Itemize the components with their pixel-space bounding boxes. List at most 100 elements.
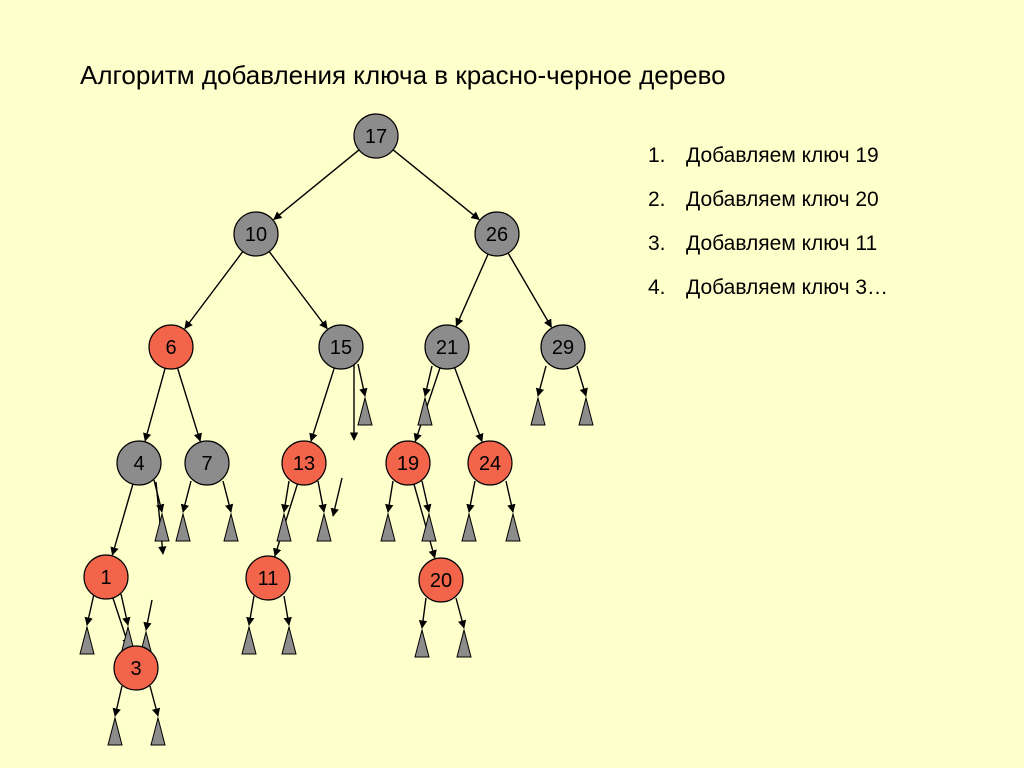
tree-node-20: 20 [418,557,464,603]
node-key: 4 [133,453,144,475]
step-number: 1. [648,144,666,167]
node-key: 6 [165,337,176,359]
step-text: Добавляем ключ 3… [686,276,889,299]
nil-leaf-triangle [414,628,430,658]
node-key: 20 [430,570,452,592]
node-key: 7 [201,453,212,475]
node-key: 29 [552,337,574,359]
tree-node-19: 19 [385,440,431,486]
black-node-circle [184,440,230,486]
nil-edge [421,480,432,513]
step-item: 3. Добавляем ключ 11 [648,226,888,270]
tree-node-11: 11 [245,555,291,601]
tree-edge [110,483,134,556]
step-text: Добавляем ключ 11 [686,232,878,255]
red-node-circle [281,440,327,486]
nil-edge [418,597,428,629]
nil-leaf-triangle [107,716,123,746]
node-key: 1 [100,567,111,589]
tree-node-17: 17 [353,113,399,159]
nil-leaf-triangle [316,512,332,542]
nil-edge [283,595,292,626]
nil-leaf-triangle [276,512,292,542]
black-node-circle [116,440,162,486]
tree-edge [507,252,553,328]
nil-edge [281,480,290,513]
tree-node-15: 15 [318,324,364,370]
black-node-circle [424,324,470,370]
node-key: 21 [436,337,458,359]
dangling-edge [330,477,343,517]
node-key: 17 [365,126,387,148]
nil-edge [149,685,161,717]
tree-edge [413,367,441,442]
step-text: Добавляем ключ 19 [686,144,879,167]
nil-leaf-triangle [421,512,437,542]
step-number: 3. [648,232,666,255]
nil-edge [455,597,467,629]
step-text: Добавляем ключ 20 [686,188,879,211]
nil-leaf-triangle [578,396,594,426]
steps-list: 1.Добавляем ключ 19 2.Добавляем ключ 20 … [648,138,888,314]
nil-edge [466,480,476,513]
nil-leaf-triangle [456,628,472,658]
node-key: 10 [245,224,267,246]
tree-node-26: 26 [474,211,520,257]
tree-edge [273,149,360,220]
tree-edge [455,253,489,327]
nil-leaf-triangle [150,716,166,746]
red-node-circle [113,645,159,691]
tree-edge [453,367,484,443]
nil-edge [120,593,131,626]
nil-edge [180,480,192,513]
nil-edge [422,365,433,397]
tree-node-21: 21 [424,324,470,370]
nil-leaf-triangle [417,396,433,426]
tree-edge [413,483,437,559]
nil-leaf-triangle [175,512,191,542]
dangling-edge [155,481,167,555]
tree-node-24: 24 [467,440,513,486]
node-key: 19 [397,453,419,475]
red-node-circle [418,557,464,603]
node-key: 24 [479,453,501,475]
tree-node-6: 6 [148,324,194,370]
nil-leaf-triangle [241,625,257,655]
nil-leaf-triangle [505,512,521,542]
nil-leaf-triangle [380,512,396,542]
black-node-circle [474,211,520,257]
step-number: 2. [648,188,666,211]
tree-node-10: 10 [233,211,279,257]
slide-title: Алгоритм добавления ключа в красно-черно… [80,60,726,90]
black-node-circle [318,324,364,370]
black-node-circle [540,324,586,370]
nil-edge [576,365,588,397]
node-key: 11 [258,568,279,590]
black-node-circle [353,113,399,159]
tree-edge [268,251,328,330]
nil-edge [535,365,547,397]
tree-node-13: 13 [281,440,327,486]
step-number: 4. [648,276,666,299]
tree-node-3: 3 [113,645,159,691]
step-item: 2. Добавляем ключ 20 [648,182,888,226]
nil-edge [143,599,153,631]
nil-leaf-triangle [223,512,239,542]
tree-node-7: 7 [184,440,230,486]
nil-leaf-triangle [530,396,546,426]
nil-edge [357,363,368,397]
step-item: 4. Добавляем ключ 3… [648,270,888,314]
node-key: 13 [293,453,315,475]
tree-node-4: 4 [116,440,162,486]
nil-edge [112,685,123,717]
nil-edge [222,480,234,513]
step-item: 1. Добавляем ключ 19 [648,138,888,182]
tree-edge [392,149,480,221]
nil-edge [317,480,327,513]
red-node-circle [148,324,194,370]
nil-edge [246,595,255,626]
node-key: 3 [130,658,141,680]
nil-edge [505,480,516,513]
node-key: 15 [330,337,352,359]
